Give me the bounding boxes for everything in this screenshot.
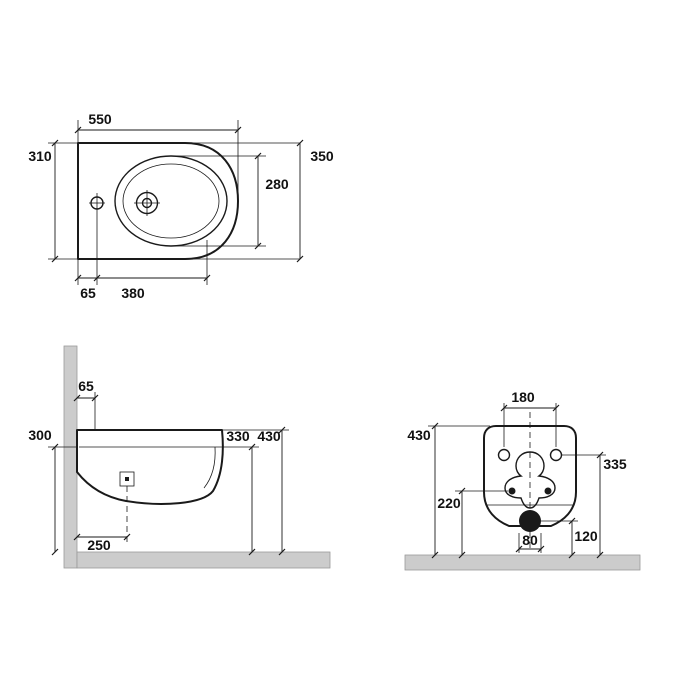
tick	[93, 274, 101, 282]
drain-detail-center	[125, 477, 129, 481]
tick	[51, 443, 59, 451]
fixing-hole-right	[549, 448, 563, 462]
waste-outlet	[519, 510, 541, 532]
tick	[278, 426, 286, 434]
tick	[500, 404, 508, 412]
bidet-plan-outline	[77, 142, 239, 260]
bidet-rear-outline	[483, 425, 577, 527]
fixing-hole-left	[497, 448, 511, 462]
tick	[234, 126, 242, 134]
dim-label-250: 250	[87, 537, 111, 553]
tick	[51, 139, 59, 147]
tick	[515, 545, 523, 553]
tick	[458, 487, 466, 495]
tick	[254, 152, 262, 160]
wall-section	[63, 345, 78, 569]
tick	[74, 126, 82, 134]
tick	[248, 443, 256, 451]
tick	[552, 404, 560, 412]
basin-inner-curve	[203, 446, 216, 489]
tick	[91, 394, 99, 402]
tick	[51, 548, 59, 556]
tick	[254, 242, 262, 250]
rear-view: 180 430 335 220 120 80	[404, 389, 641, 571]
tick	[278, 548, 286, 556]
bolt-right	[544, 487, 552, 495]
trap-cover-outline	[504, 451, 556, 509]
dim-label-180: 180	[511, 389, 535, 405]
dim-label-430: 430	[257, 428, 281, 444]
tick	[248, 548, 256, 556]
dim-label-280: 280	[265, 176, 289, 192]
tick	[123, 533, 131, 541]
basin-ellipse-outer	[114, 155, 228, 247]
top-view: 550 310 350 280 65 380	[28, 111, 334, 301]
dim-label-65: 65	[80, 285, 96, 301]
tick	[203, 274, 211, 282]
tick	[458, 551, 466, 559]
dim-label-350: 350	[310, 148, 334, 164]
tick	[296, 139, 304, 147]
dim-label-300: 300	[28, 427, 52, 443]
bidet-side-profile	[76, 429, 224, 505]
tick	[73, 394, 81, 402]
dim-label-335: 335	[603, 456, 627, 472]
tick	[73, 533, 81, 541]
basin-ellipse-inner	[122, 163, 220, 239]
tick	[568, 551, 576, 559]
tick	[431, 422, 439, 430]
floor-section	[404, 554, 641, 571]
dim-label-80: 80	[522, 532, 538, 548]
dim-label-550: 550	[88, 111, 112, 127]
dim-label-310: 310	[28, 148, 52, 164]
side-view: 65 300 330 430 250	[28, 345, 331, 569]
tick	[596, 551, 604, 559]
tick	[537, 545, 545, 553]
tick	[51, 255, 59, 263]
tick	[431, 551, 439, 559]
dim-label-430: 430	[407, 427, 431, 443]
floor-section	[76, 551, 331, 569]
tick	[568, 517, 576, 525]
tick	[596, 451, 604, 459]
tick	[74, 274, 82, 282]
dim-label-120: 120	[574, 528, 598, 544]
dim-label-220: 220	[437, 495, 461, 511]
bolt-left	[508, 487, 516, 495]
dim-label-330: 330	[226, 428, 250, 444]
tick	[296, 255, 304, 263]
dim-label-65: 65	[78, 378, 94, 394]
dim-label-380: 380	[121, 285, 145, 301]
